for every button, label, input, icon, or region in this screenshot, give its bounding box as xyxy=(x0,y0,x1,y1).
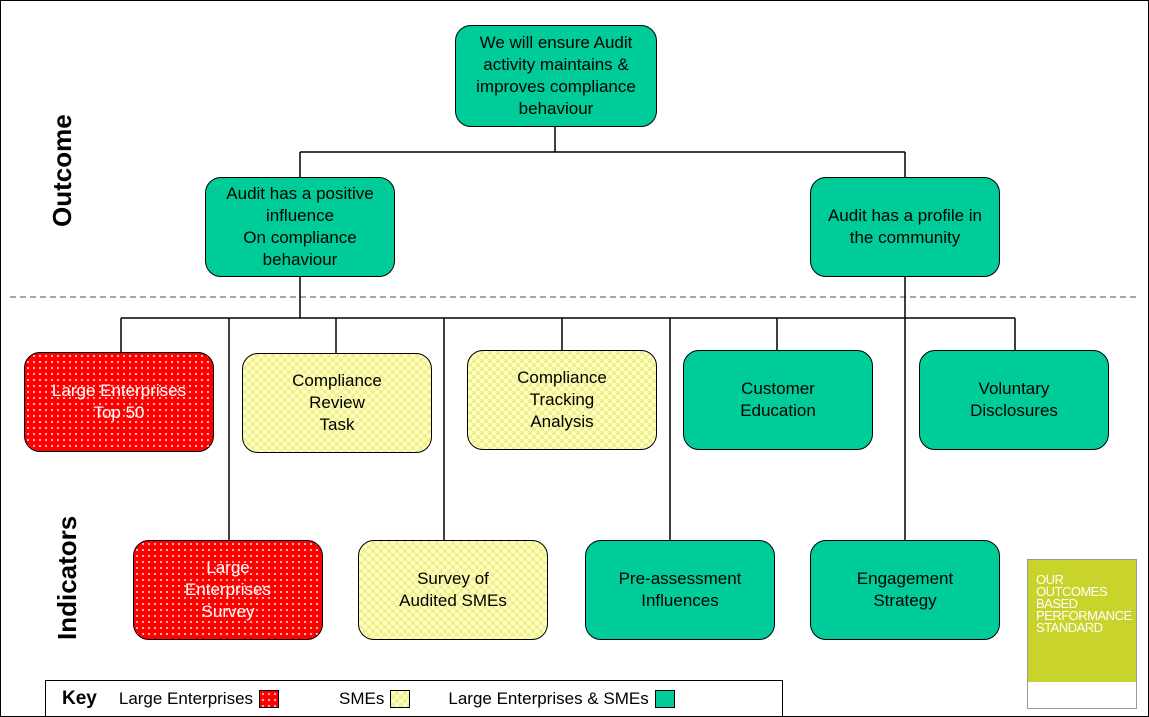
key-smes-label: SMEs xyxy=(339,688,385,708)
indicator-survey-smes: Survey of Audited SMEs xyxy=(358,540,548,640)
key-title: Key xyxy=(62,687,97,709)
indicator-voluntary-disclosures: Voluntary Disclosures xyxy=(919,350,1109,450)
key-both-label: Large Enterprises & SMEs xyxy=(448,688,649,708)
thumbnail-footer xyxy=(1028,682,1136,708)
indicator-compliance-tracking: Compliance Tracking Analysis xyxy=(467,350,657,450)
indicators-label: Indicators xyxy=(52,515,82,640)
indicator-pre-assessment: Pre-assessment Influences xyxy=(585,540,775,640)
key-large-swatch xyxy=(259,689,280,708)
outcome-node-positive-influence: Audit has a positive influence On compli… xyxy=(205,177,395,277)
indicator-customer-education: Customer Education xyxy=(683,350,873,450)
indicator-engagement-strategy: Engagement Strategy xyxy=(810,540,1000,640)
key-smes-swatch xyxy=(390,689,411,708)
indicator-large-enterprises-top50: Large Enterprises Top 50 xyxy=(24,352,214,452)
key-both-swatch xyxy=(654,689,675,708)
indicator-compliance-review: Compliance Review Task xyxy=(242,353,432,453)
indicator-large-enterprises-survey: Large Enterprises Survey xyxy=(133,540,323,640)
key-large-label: Large Enterprises xyxy=(118,688,254,708)
outcome-label: Outcome xyxy=(47,114,77,227)
goal-node: We will ensure Audit activity maintains … xyxy=(455,25,657,127)
legend-key: Key Large Enterprises SMEs Large Enterpr… xyxy=(45,680,783,717)
outcome-node-community-profile: Audit has a profile in the community xyxy=(810,177,1000,277)
report-cover-thumbnail: OUR OUTCOMES BASED PERFORMANCE STANDARD xyxy=(1027,559,1137,709)
thumbnail-title: OUR OUTCOMES BASED PERFORMANCE STANDARD xyxy=(1036,572,1132,635)
